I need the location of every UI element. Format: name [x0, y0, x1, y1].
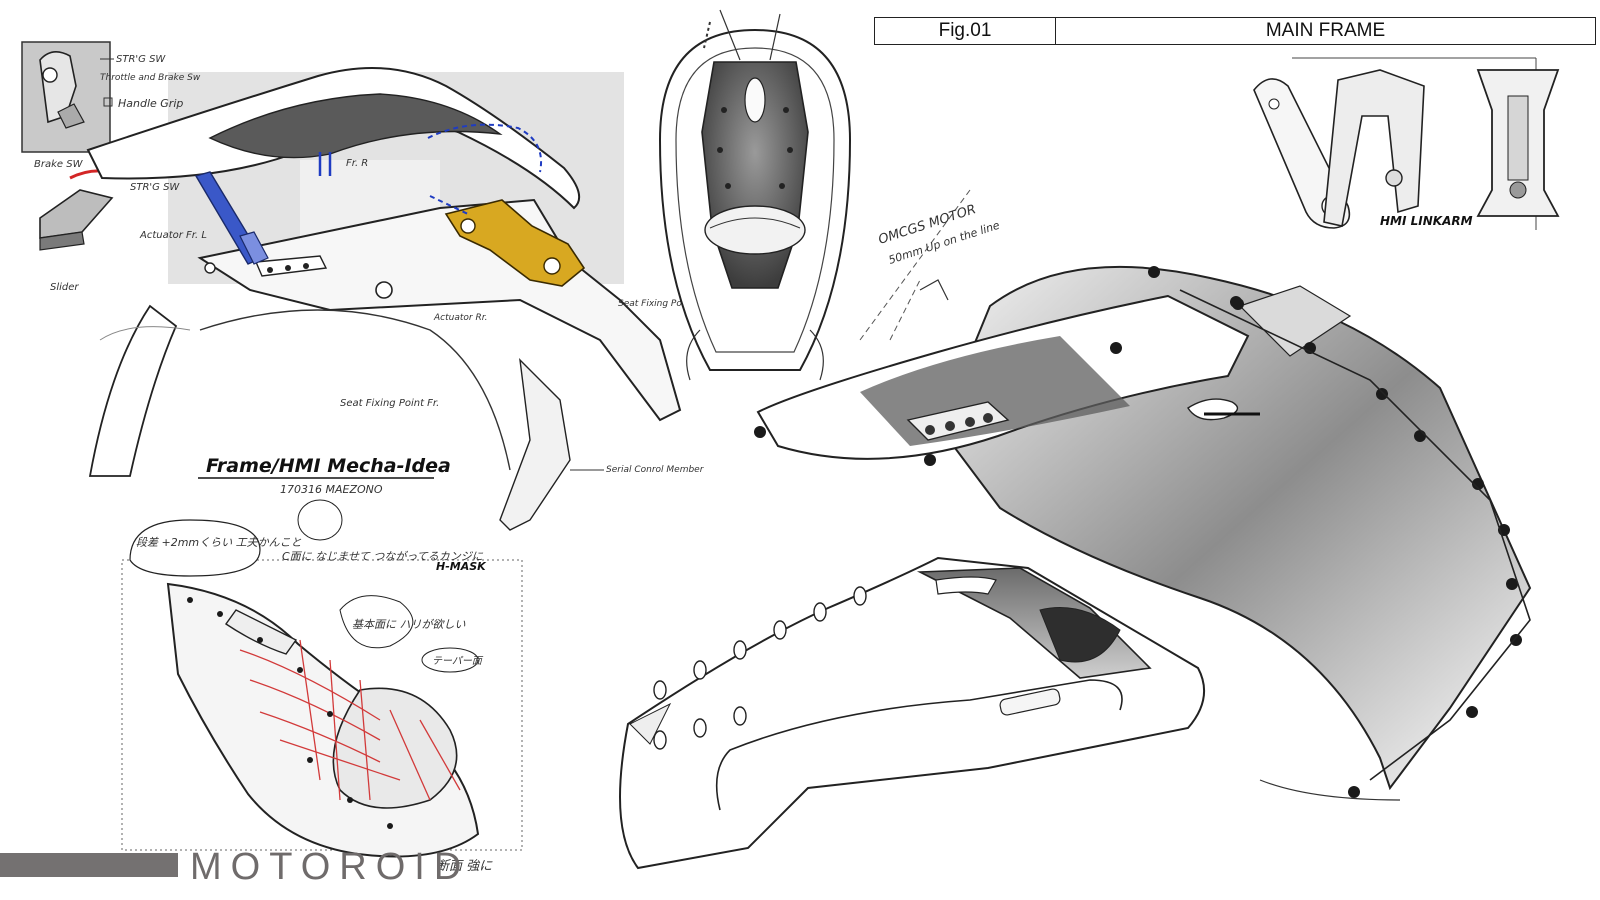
- note-jp-3: 基本面に ハリが欲しい: [352, 618, 466, 631]
- label-seat-fixing-fr: Seat Fixing Point Fr.: [340, 398, 439, 409]
- note-jp-2: C面に なじませて つながってるカンジに: [282, 550, 484, 563]
- mask-title: H-MASK: [436, 560, 487, 573]
- label-actuator-fr-l: Actuator Fr. L: [139, 230, 207, 241]
- label-actuator-rr: Actuator Rr.: [433, 313, 487, 323]
- brand-bar: [0, 853, 178, 877]
- brand-logo-text: MOTOROID: [190, 846, 471, 888]
- figure-title: MAIN FRAME: [1265, 20, 1386, 41]
- figure-header-box: Fig.01 MAIN FRAME: [874, 17, 1596, 45]
- label-slider: Slider: [50, 282, 79, 293]
- sketch-title-main: Frame/HMI Mecha-Idea: [206, 455, 451, 477]
- label-serial-control: Serial Conrol Member: [606, 465, 705, 475]
- upper-left-labels: STR'G SW Throttle and Brake Sw Handle Gr…: [34, 54, 708, 475]
- label-fr-r: Fr. R: [346, 158, 368, 169]
- frame-hmi-sketch: [86, 67, 682, 531]
- note-jp-5: 断面 強に: [436, 859, 493, 874]
- rear-loop-render: [619, 556, 1401, 870]
- front-view-sketch: [658, 9, 852, 381]
- label-str-sw-2: STR'G SW: [130, 182, 180, 193]
- link-arm-inset: HMI LINKARM: [1253, 57, 1560, 230]
- label-seat-fixing-rr: Seat Fixing Point Rr.: [618, 299, 708, 309]
- label-throttle-brake: Throttle and Brake Sw: [100, 73, 201, 83]
- label-str-sw: STR'G SW: [116, 54, 166, 65]
- label-handle-grip: Handle Grip: [118, 97, 183, 110]
- slider-part: [39, 169, 114, 251]
- label-brake-sw: Brake SW: [34, 159, 84, 170]
- linkarm-title: HMI LINKARM: [1380, 214, 1473, 228]
- h-mask-sketch: H-MASK 段差 +2mmくらい 工夫かんこと C面に なじませて つながって…: [121, 499, 523, 874]
- figure-number: Fig.01: [875, 18, 1056, 44]
- note-jp-1: 段差 +2mmくらい 工夫かんこと: [136, 536, 302, 549]
- note-jp-4: テーパー面: [432, 655, 484, 667]
- sketch-date-author: 170316 MAEZONO: [280, 483, 383, 496]
- handle-grip-inset: [21, 41, 111, 153]
